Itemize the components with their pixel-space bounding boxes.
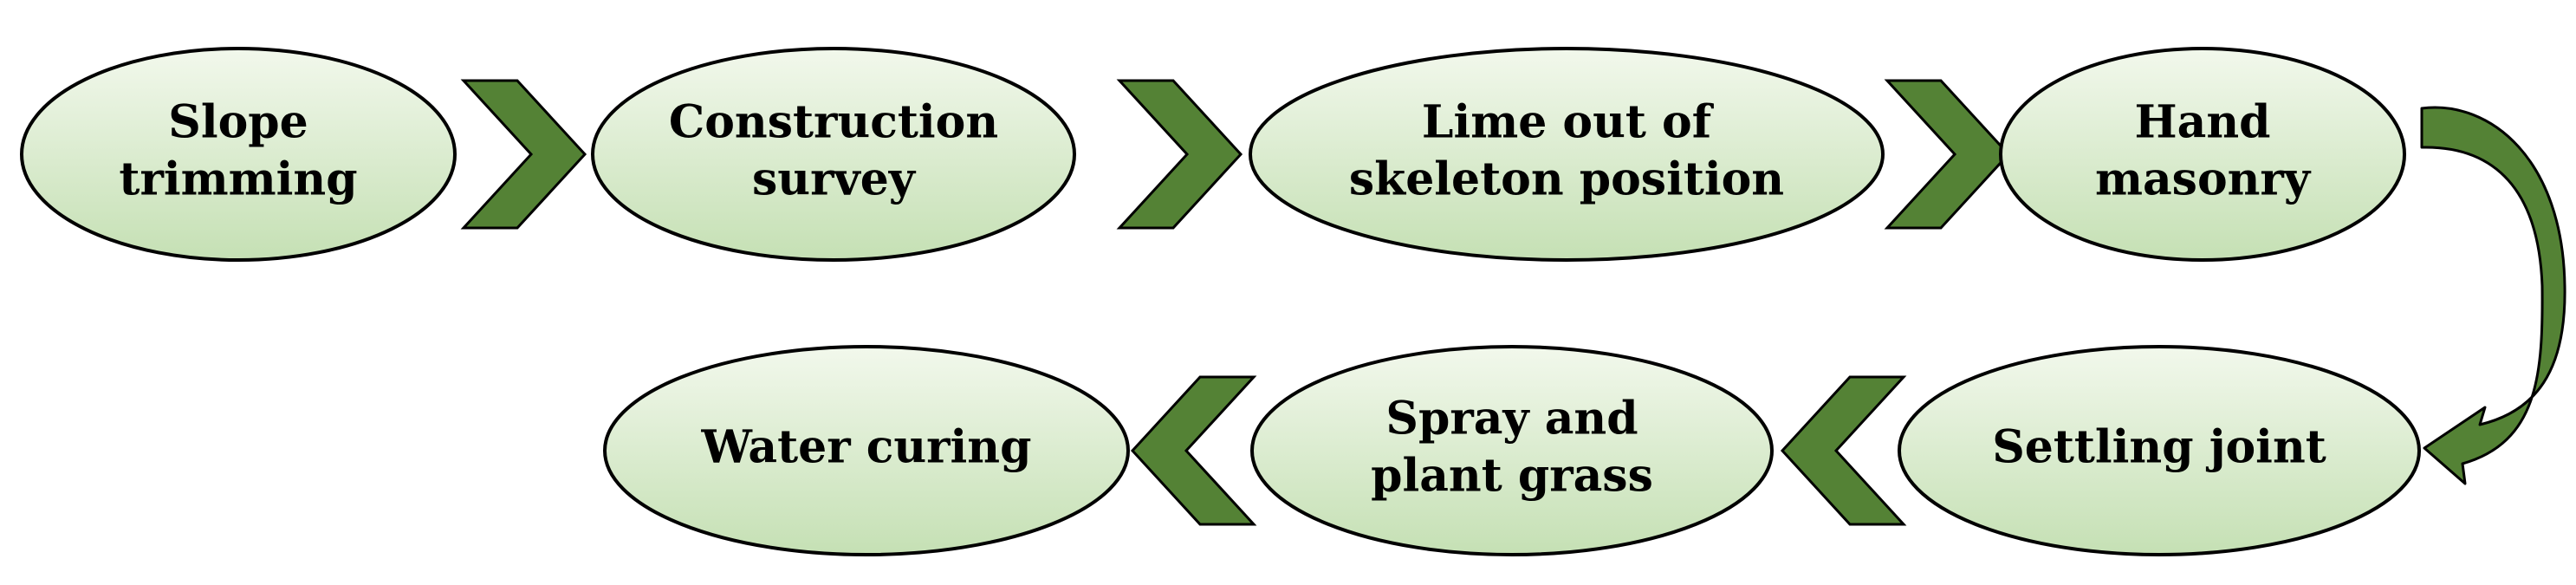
step-label-line: Settling joint [1992, 421, 2326, 474]
step-label-line: skeleton position [1349, 153, 1784, 206]
flow-arrow-4-to-5-curved [2420, 106, 2566, 485]
step-label-line: Slope [168, 96, 308, 149]
step-ellipse [591, 47, 1076, 262]
flow-arrow-5-to-6 [1780, 375, 1907, 526]
step-label-line: Hand [2135, 96, 2271, 149]
step-label-line: Water curing [701, 421, 1032, 474]
flow-arrow-1-to-2 [460, 79, 587, 230]
step-ellipse [1898, 345, 2421, 556]
step-node-settling-joint: Settling joint [1898, 345, 2421, 556]
step-node-water-curing: Water curing [603, 345, 1130, 556]
step-ellipse [20, 47, 457, 262]
step-ellipse [1999, 47, 2406, 262]
step-label-line: Construction [669, 96, 998, 149]
step-label-line: plant grass [1371, 450, 1653, 503]
step-label-line: masonry [2095, 153, 2312, 206]
step-label-line: Lime out of [1422, 96, 1715, 149]
step-label-line: Spray and [1385, 393, 1638, 445]
arrows-layer [460, 79, 2566, 526]
flow-arrow-6-to-7 [1130, 375, 1257, 526]
step-ellipse [1250, 345, 1774, 556]
flow-arrow-2-to-3 [1116, 79, 1243, 230]
step-ellipse [603, 345, 1130, 556]
step-label-line: trimming [119, 153, 357, 206]
flow-arrow-3-to-4 [1884, 79, 2011, 230]
step-ellipse [1249, 47, 1885, 262]
step-label-line: survey [752, 153, 917, 206]
